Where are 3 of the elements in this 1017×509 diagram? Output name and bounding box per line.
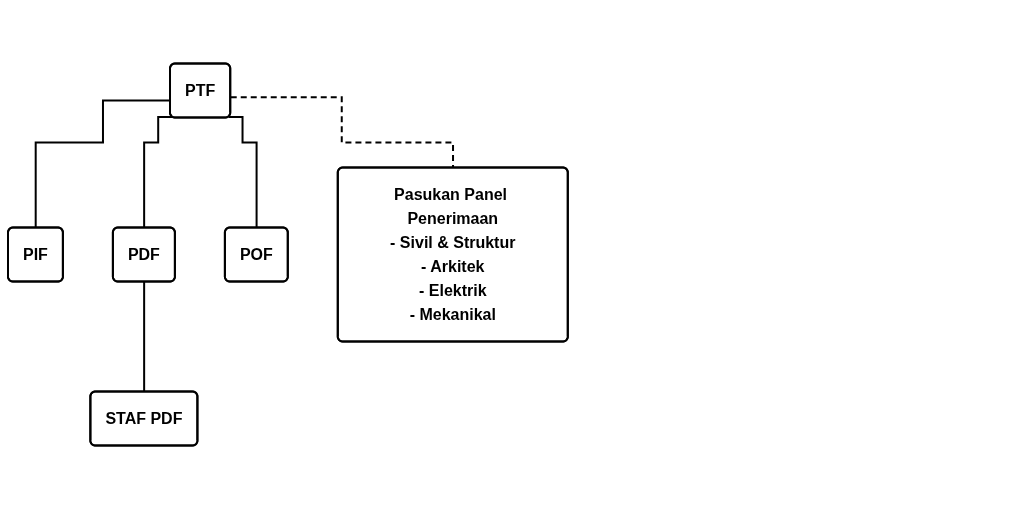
connector xyxy=(227,116,258,229)
connector xyxy=(143,281,146,393)
connector xyxy=(34,99,172,229)
